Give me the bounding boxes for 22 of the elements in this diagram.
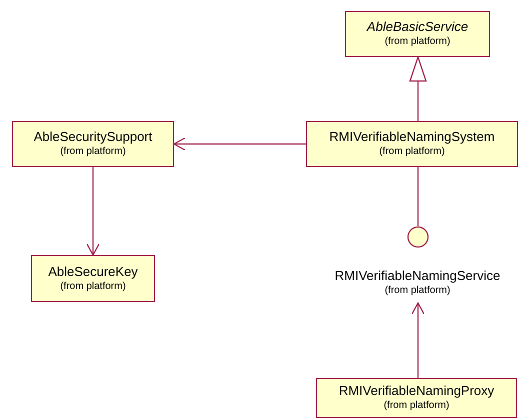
generalization-arrow (409, 56, 427, 121)
class-name: RMIVerifiableNamingProxy (338, 383, 494, 399)
package-note: (from platform) (60, 145, 126, 159)
class-box (306, 121, 518, 167)
package-note: (from platform) (384, 399, 450, 413)
class-box (345, 11, 490, 57)
class-box (316, 378, 517, 418)
arrow (173, 137, 306, 151)
class-name: AbleSecureKey (48, 264, 138, 280)
package-note: (from platform) (60, 280, 126, 294)
arrow (411, 302, 425, 378)
package-note: (from platform) (384, 284, 450, 298)
class-name: AbleSecuritySupport (34, 129, 152, 145)
class-name: AbleBasicService (366, 19, 468, 35)
connector-line (417, 167, 419, 226)
class-box (31, 255, 155, 302)
class-name: RMIVerifiableNamingSystem (329, 129, 495, 145)
package-note: (from platform) (384, 35, 450, 49)
class-name: RMIVerifiableNamingService (334, 268, 500, 284)
arrow (86, 167, 100, 256)
class-box (12, 121, 174, 167)
package-note: (from platform) (379, 145, 445, 159)
